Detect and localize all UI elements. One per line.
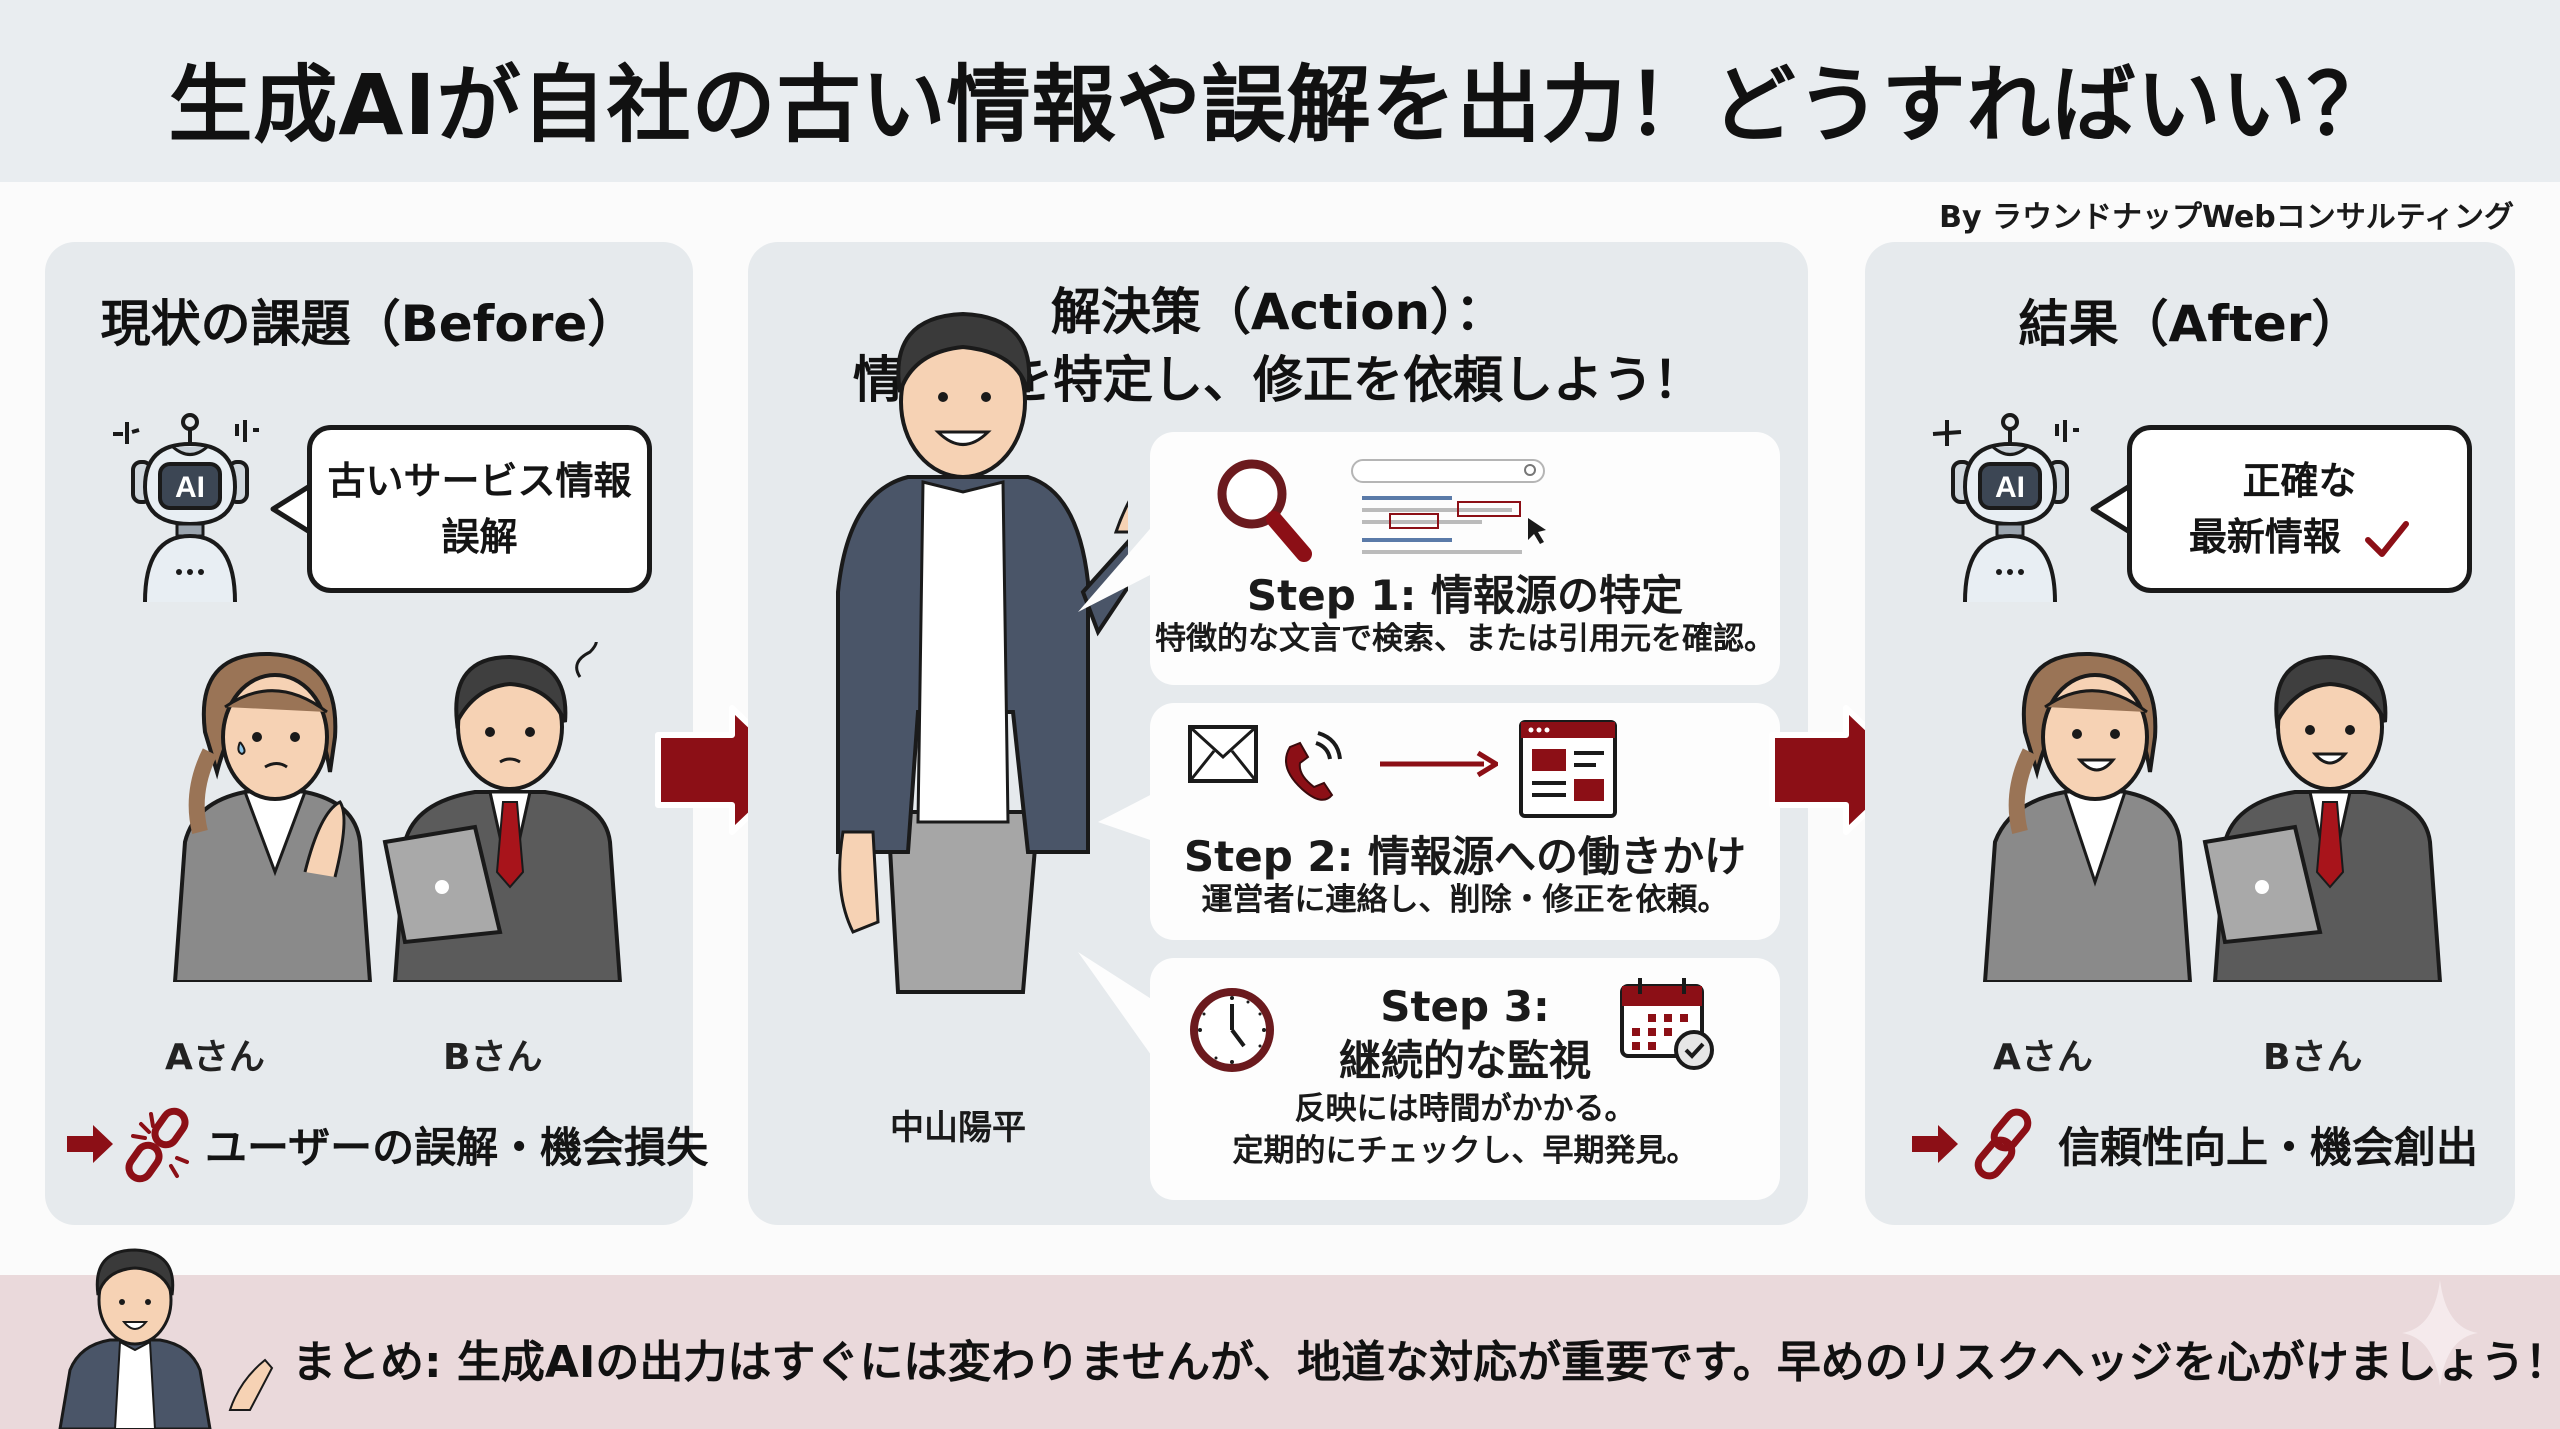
broken-link-icon xyxy=(125,1107,189,1183)
card-2-tail xyxy=(1098,792,1156,842)
robot-ai-label: AI xyxy=(175,471,205,504)
before-outcome: ユーザーの誤解・機会損失 xyxy=(65,1104,708,1184)
bubble-line-with-check: 最新情報 xyxy=(2189,509,2410,565)
after-panel: 結果（After） AI 正確な 最新情報 xyxy=(1865,242,2515,1225)
robot-icon: AI xyxy=(113,413,259,602)
summary-text: まとめ: 生成AIの出力はすぐには変わりませんが、地道な対応が重要です。早めのリ… xyxy=(292,1337,2560,1388)
person-a-label: Aさん xyxy=(165,1037,265,1078)
card-1-tail xyxy=(1078,522,1156,612)
speech-bubble-tail xyxy=(270,482,315,536)
person-b-icon xyxy=(382,642,623,982)
calendar-check-icon xyxy=(1620,978,1714,1070)
search-results-icon xyxy=(1351,459,1546,554)
step-3-title-line1: Step 3: xyxy=(1380,982,1550,1031)
step-2-card: Step 2: 情報源への働きかけ 運営者に連絡し、削除・修正を依頼。 xyxy=(1150,703,1780,940)
small-arrow-icon xyxy=(67,1125,113,1163)
robot-icon: AI xyxy=(1932,413,2079,602)
after-outcome-text: 信頼性向上・機会創出 xyxy=(2058,1122,2479,1172)
step-1-title: Step 1: 情報源の特定 xyxy=(1246,571,1684,620)
sparkle-icon xyxy=(2402,1280,2478,1386)
speech-bubble-tail xyxy=(2090,482,2135,536)
mail-icon xyxy=(1188,725,1258,783)
step-3-desc-line1: 反映には時間がかかる。 xyxy=(1294,1091,1636,1127)
after-outcome: 信頼性向上・機会創出 xyxy=(1910,1104,2478,1184)
action-title-line1: 解決策（Action）： xyxy=(1050,283,1506,341)
step-1-desc: 特徴的な文言で検索、または引用元を確認。 xyxy=(1155,621,1775,657)
happy-people-illustration xyxy=(1982,651,2443,982)
step-3-title-line2: 継続的な監視 xyxy=(1338,1036,1591,1085)
magnifier-icon xyxy=(1217,459,1312,562)
step-3-card: Step 3: 継続的な監視 反映には時間がかかる。 定期的にチェックし、早期発… xyxy=(1150,958,1780,1200)
header-band xyxy=(0,0,2560,182)
worried-people-illustration xyxy=(172,642,623,982)
before-speech-bubble: 古いサービス情報 誤解 xyxy=(307,425,652,593)
checkmark-icon xyxy=(2365,520,2410,557)
person-a-label: Aさん xyxy=(1993,1037,2093,1078)
before-panel: 現状の課題（Before） AI 古いサービス情報 誤解 xyxy=(45,242,708,1225)
person-b-label: Bさん xyxy=(443,1037,543,1078)
step-1-card: Step 1: 情報源の特定 特徴的な文言で検索、または引用元を確認。 xyxy=(1150,432,1780,685)
step-2-title: Step 2: 情報源への働きかけ xyxy=(1183,832,1747,881)
action-panel: 解決策（Action）： 情報源を特定し、修正を依頼しよう！ 中山陽平 xyxy=(748,242,1808,1225)
bubble-line: 古いサービス情報 xyxy=(327,459,632,503)
phone-icon xyxy=(1285,731,1342,801)
byline: By ラウンドナップWebコンサルティング xyxy=(1939,200,2514,235)
person-b-label: Bさん xyxy=(2263,1037,2363,1078)
clock-icon xyxy=(1190,988,1274,1072)
bubble-line: 誤解 xyxy=(441,515,518,559)
page-title: 生成AIが自社の古い情報や誤解を出力！どうすればいい？ xyxy=(168,56,2392,154)
person-b-icon xyxy=(2202,654,2443,982)
step-3-desc-line2: 定期的にチェックし、早期発見。 xyxy=(1232,1133,1698,1169)
arrow-right-icon xyxy=(1380,750,1498,778)
link-icon xyxy=(1974,1108,2032,1180)
presenter-illustration xyxy=(836,311,1128,994)
cursor-icon xyxy=(1528,518,1546,544)
presenter-name: 中山陽平 xyxy=(890,1108,1026,1148)
after-title: 結果（After） xyxy=(2018,295,2362,353)
person-a-icon xyxy=(172,651,373,982)
before-outcome-text: ユーザーの誤解・機会損失 xyxy=(205,1122,709,1172)
step-3-desc: 反映には時間がかかる。 定期的にチェックし、早期発見。 xyxy=(1150,1088,1780,1172)
person-a-icon xyxy=(1982,651,2193,982)
before-title: 現状の課題（Before） xyxy=(100,295,638,353)
robot-ai-label: AI xyxy=(1995,471,2025,504)
step-2-desc: 運営者に連絡し、削除・修正を依頼。 xyxy=(1201,882,1729,918)
bubble-line: 正確な xyxy=(2242,459,2357,503)
presenter-avatar xyxy=(58,1248,274,1429)
small-arrow-icon xyxy=(1912,1125,1958,1163)
webpage-icon xyxy=(1519,720,1617,818)
after-speech-bubble: 正確な 最新情報 xyxy=(2127,425,2472,593)
card-3-tail xyxy=(1078,952,1156,1062)
bubble-line: 最新情報 xyxy=(2188,515,2341,559)
summary-band xyxy=(0,1275,2560,1429)
step-3-title: Step 3: 継続的な監視 xyxy=(1150,980,1780,1088)
